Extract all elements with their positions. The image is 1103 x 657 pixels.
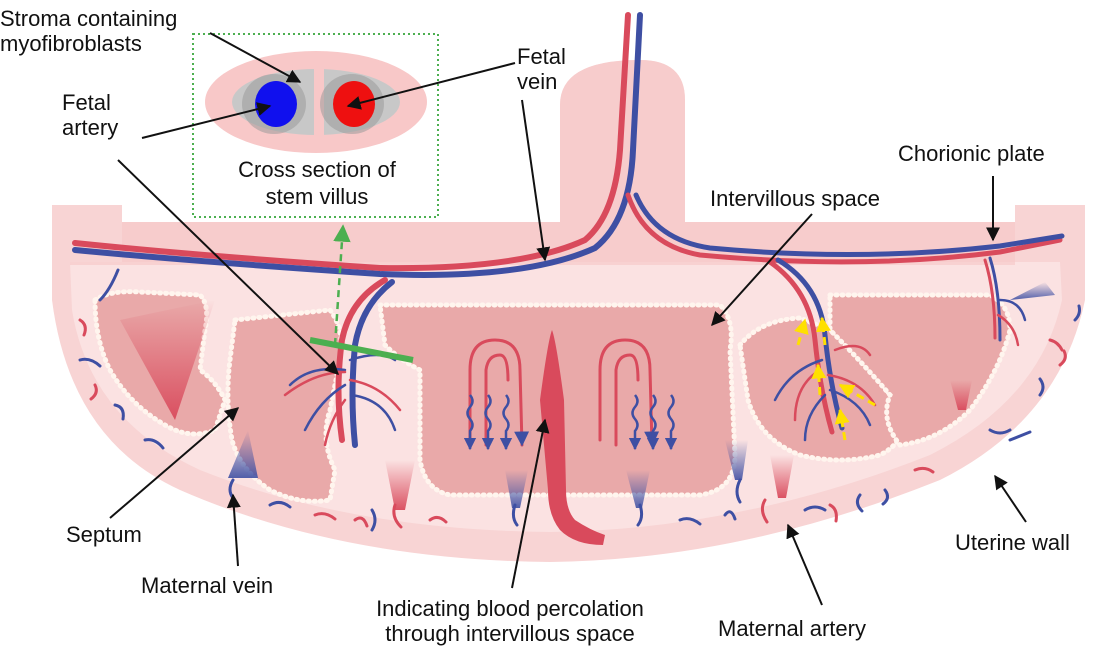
- percolation-label-line2: through intervillous space: [330, 621, 690, 646]
- fetal-artery-cross-section: [255, 81, 297, 127]
- percolation-label: Indicating blood percolation through int…: [330, 596, 690, 646]
- uterine-wall-arrow: [995, 476, 1026, 522]
- maternal-vein-label: Maternal vein: [141, 573, 273, 598]
- chorionic-plate-label: Chorionic plate: [898, 141, 1045, 166]
- fetal-artery-label: Fetal artery: [62, 90, 118, 140]
- cross-section-label-line2: stem villus: [212, 183, 422, 210]
- cross-section-label-line1: Cross section of: [212, 156, 422, 183]
- fetal-artery-label-line2: artery: [62, 115, 118, 140]
- septum-label: Septum: [66, 522, 142, 547]
- uterine-wall-label: Uterine wall: [955, 530, 1070, 555]
- maternal-artery-arrow: [788, 525, 822, 605]
- fetal-vein-label: Fetal vein: [517, 44, 566, 94]
- fetal-vein-label-line1: Fetal: [517, 44, 566, 69]
- fetal-vein-label-line2: vein: [517, 69, 566, 94]
- maternal-artery-label: Maternal artery: [718, 616, 866, 641]
- stroma-label-line1: Stroma containing: [0, 6, 177, 31]
- percolation-label-line1: Indicating blood percolation: [330, 596, 690, 621]
- intervillous-space-label: Intervillous space: [710, 186, 880, 211]
- fetal-artery-label-line1: Fetal: [62, 90, 118, 115]
- cross-section-label: Cross section of stem villus: [212, 156, 422, 210]
- stroma-label: Stroma containing myofibroblasts: [0, 6, 177, 56]
- stroma-label-line2: myofibroblasts: [0, 31, 177, 56]
